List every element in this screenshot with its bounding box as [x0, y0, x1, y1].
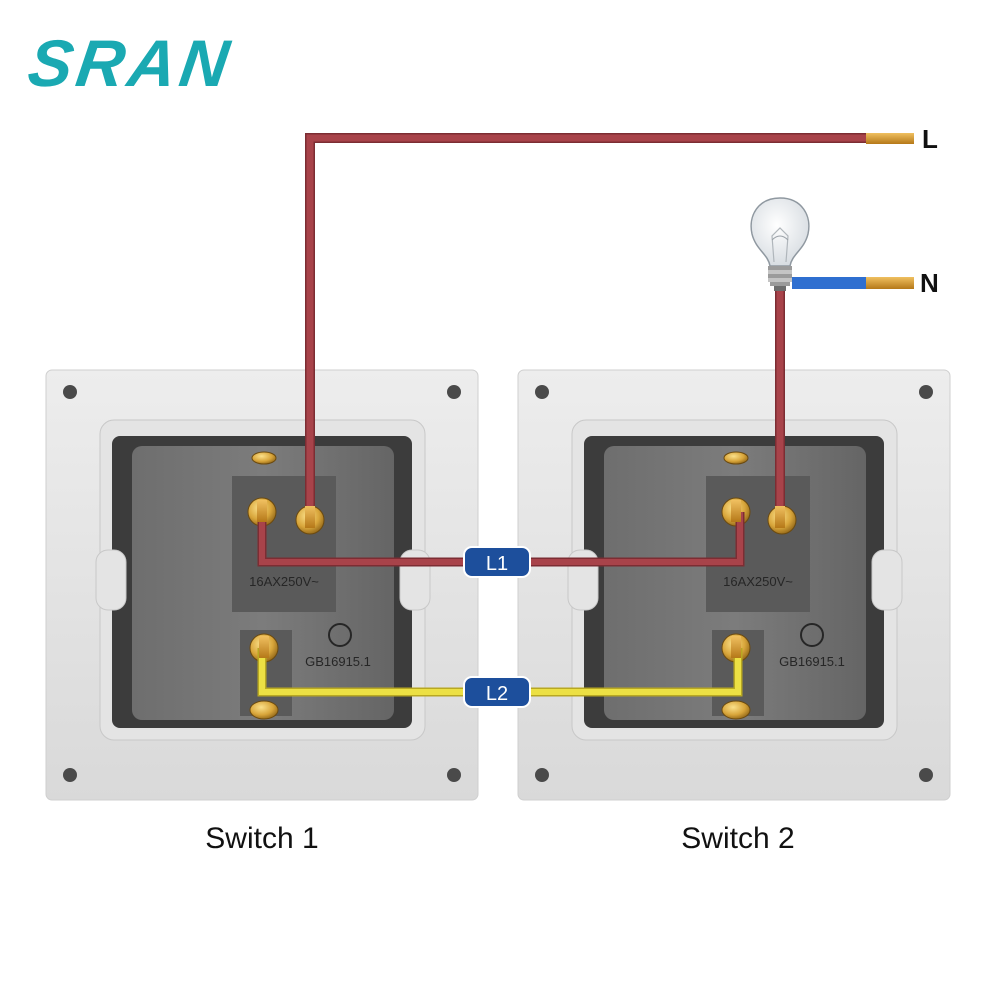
switch-2-label: Switch 2	[681, 822, 795, 855]
l2-badge: L2	[463, 676, 531, 708]
copper-tip	[259, 636, 269, 658]
l1-badge-label: L1	[486, 553, 508, 575]
copper-tip	[257, 500, 267, 522]
copper-tip	[731, 636, 741, 658]
mounting-hole	[535, 385, 549, 399]
mounting-hole	[447, 768, 461, 782]
terminal-block	[232, 476, 336, 612]
side-notch	[95, 549, 127, 611]
mounting-hole	[63, 385, 77, 399]
screw-terminal	[721, 700, 751, 720]
neutral-wire	[792, 277, 868, 289]
side-notch	[871, 549, 903, 611]
mounting-hole	[447, 385, 461, 399]
copper-tip	[731, 500, 741, 522]
mounting-hole	[63, 768, 77, 782]
live-terminal-label: L	[922, 124, 938, 154]
live-wire-core	[306, 134, 870, 512]
screw-terminal	[251, 451, 277, 465]
l2-badge-label: L2	[486, 683, 508, 705]
mounting-hole	[919, 768, 933, 782]
switch-1-standard: GB16915.1	[305, 654, 371, 669]
l1-badge: L1	[463, 546, 531, 578]
live-wire-copper-end	[866, 133, 914, 144]
mounting-hole	[535, 768, 549, 782]
copper-tip	[775, 506, 785, 528]
light-bulb-icon	[750, 197, 810, 291]
switch-1: 16AX250V~ GB16915.1	[45, 369, 479, 801]
switch-2-standard: GB16915.1	[779, 654, 845, 669]
neutral-wire-copper-end	[866, 277, 914, 289]
terminal-block	[706, 476, 810, 612]
mounting-hole	[919, 385, 933, 399]
screw-terminal	[723, 451, 749, 465]
switch-2-rating: 16AX250V~	[723, 574, 793, 589]
brand-logo: SRAN	[24, 27, 237, 101]
certification-mark	[328, 623, 352, 647]
certification-mark	[800, 623, 824, 647]
switch-1-rating: 16AX250V~	[249, 574, 319, 589]
switch-2: 16AX250V~ GB16915.1	[517, 369, 951, 801]
copper-tip	[305, 506, 315, 528]
switch-1-label: Switch 1	[205, 822, 319, 855]
neutral-terminal-label: N	[920, 268, 939, 298]
screw-terminal	[249, 700, 279, 720]
